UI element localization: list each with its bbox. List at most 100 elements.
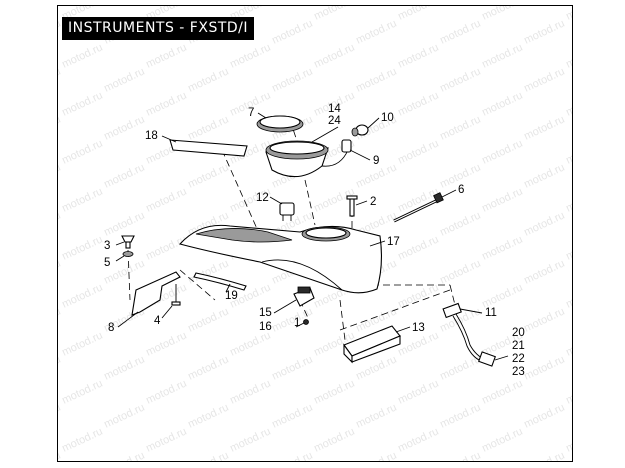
watermark-text: motod.ru (144, 329, 188, 358)
label-13: 13 (412, 322, 425, 334)
watermark-text: motod.ru (18, 449, 62, 468)
label-16: 16 (259, 321, 272, 333)
label-19: 19 (225, 290, 238, 302)
watermark-text: motod.ru (270, 17, 314, 46)
watermark-text: motod.ru (0, 233, 21, 262)
watermark-text: motod.ru (60, 137, 104, 166)
label-3: 3 (104, 240, 110, 252)
watermark-text: motod.ru (354, 17, 398, 46)
label-18: 18 (145, 130, 158, 142)
watermark-text: motod.ru (186, 353, 230, 382)
watermark-text: motod.ru (60, 281, 104, 310)
leader-lines (115, 112, 509, 361)
part-4-screw (171, 284, 181, 306)
label-6: 6 (458, 184, 464, 196)
watermark-text: motod.ru (60, 377, 104, 406)
watermark-text: motod.ru (522, 17, 566, 46)
watermark-text: motod.ru (60, 425, 104, 454)
watermark-text: motod.ru (60, 185, 104, 214)
watermark-text: motod.ru (354, 65, 398, 94)
watermark-text: motod.ru (102, 401, 146, 430)
label-4: 4 (154, 315, 161, 327)
watermark-text: motod.ru (186, 113, 230, 142)
watermark-text: motod.ru (564, 425, 608, 454)
part-7-gauge-bezel (256, 115, 304, 133)
watermark-text: motod.ru (102, 161, 146, 190)
watermark-text: motod.ru (396, 233, 440, 262)
part-19-gasket (193, 272, 247, 291)
watermark-text: motod.ru (0, 0, 21, 23)
watermark-text: motod.ru (18, 113, 62, 142)
part-12-clip (279, 202, 295, 221)
watermark-text: motod.ru (438, 209, 482, 238)
watermark-text: motod.ru (0, 377, 21, 406)
watermark-text: motod.ru (396, 41, 440, 70)
label-9: 9 (373, 155, 379, 167)
label-22: 22 (512, 353, 525, 365)
part-9-wire-connector (321, 139, 352, 167)
watermark-text: motod.ru (480, 233, 524, 262)
label-15: 15 (259, 307, 272, 319)
watermark-text: motod.ru (0, 137, 21, 166)
watermark-text: motod.ru (564, 377, 608, 406)
watermark-text: motod.ru (144, 41, 188, 70)
label-5: 5 (104, 257, 110, 269)
label-8: 8 (108, 322, 114, 334)
part-2-screw (346, 195, 358, 217)
watermark-text: motod.ru (270, 353, 314, 382)
watermark-text: motod.ru (60, 89, 104, 118)
watermark-text: motod.ru (144, 233, 188, 262)
watermark-text: motod.ru (606, 17, 625, 46)
watermark-text: motod.ru (270, 65, 314, 94)
watermark-text: motod.ru (270, 449, 314, 468)
watermark-text: motod.ru (606, 305, 625, 334)
watermark-text: motod.ru (354, 401, 398, 430)
watermark-text: motod.ru (18, 257, 62, 286)
watermark-text: motod.ru (312, 425, 356, 454)
label-2: 2 (370, 196, 376, 208)
watermark-text: motod.ru (564, 329, 608, 358)
part-18-trim-strip (169, 139, 248, 157)
watermark-text: motod.ru (522, 65, 566, 94)
part-6-cable-strap (393, 192, 444, 223)
watermark-text: motod.ru (564, 185, 608, 214)
watermark-text: motod.ru (18, 17, 62, 46)
watermark-text: motod.ru (312, 377, 356, 406)
watermark-text: motod.ru (438, 17, 482, 46)
watermark-text: motod.ru (396, 137, 440, 166)
label-1: 1 (294, 317, 300, 329)
part-8-mounting-bracket (131, 271, 181, 316)
watermark-text: motod.ru (186, 305, 230, 334)
watermark-text: motod.ru (102, 209, 146, 238)
watermark-text: motod.ru (18, 305, 62, 334)
watermark-text: motod.ru (522, 449, 566, 468)
watermark-text: motod.ru (144, 425, 188, 454)
watermark-text: motod.ru (144, 89, 188, 118)
part-13-cover (343, 325, 401, 364)
watermark-text: motod.ru (18, 401, 62, 430)
watermark-text: motod.ru (0, 281, 21, 310)
watermark-text: motod.ru (354, 449, 398, 468)
watermark-text: motod.ru (564, 89, 608, 118)
watermark-text: motod.ru (522, 257, 566, 286)
watermark-text: motod.ru (396, 89, 440, 118)
watermark-text: motod.ru (396, 425, 440, 454)
watermark-text: motod.ru (396, 0, 440, 23)
watermark-text: motod.ru (18, 65, 62, 94)
watermark-text: motod.ru (480, 425, 524, 454)
watermark-text: motod.ru (0, 329, 21, 358)
watermark-text: motod.ru (0, 185, 21, 214)
watermark-text: motod.ru (0, 425, 21, 454)
label-14: 14 (328, 103, 341, 115)
part-11-wiring-harness (442, 302, 496, 367)
label-17: 17 (387, 236, 400, 248)
label-12: 12 (256, 192, 269, 204)
watermark-text: motod.ru (522, 161, 566, 190)
watermark-text: motod.ru (438, 401, 482, 430)
part-14-24-gauge-housing (265, 140, 329, 178)
label-20: 20 (512, 327, 525, 339)
watermark-text: motod.ru (18, 161, 62, 190)
watermark-text: motod.ru (606, 65, 625, 94)
watermark-text: motod.ru (564, 233, 608, 262)
